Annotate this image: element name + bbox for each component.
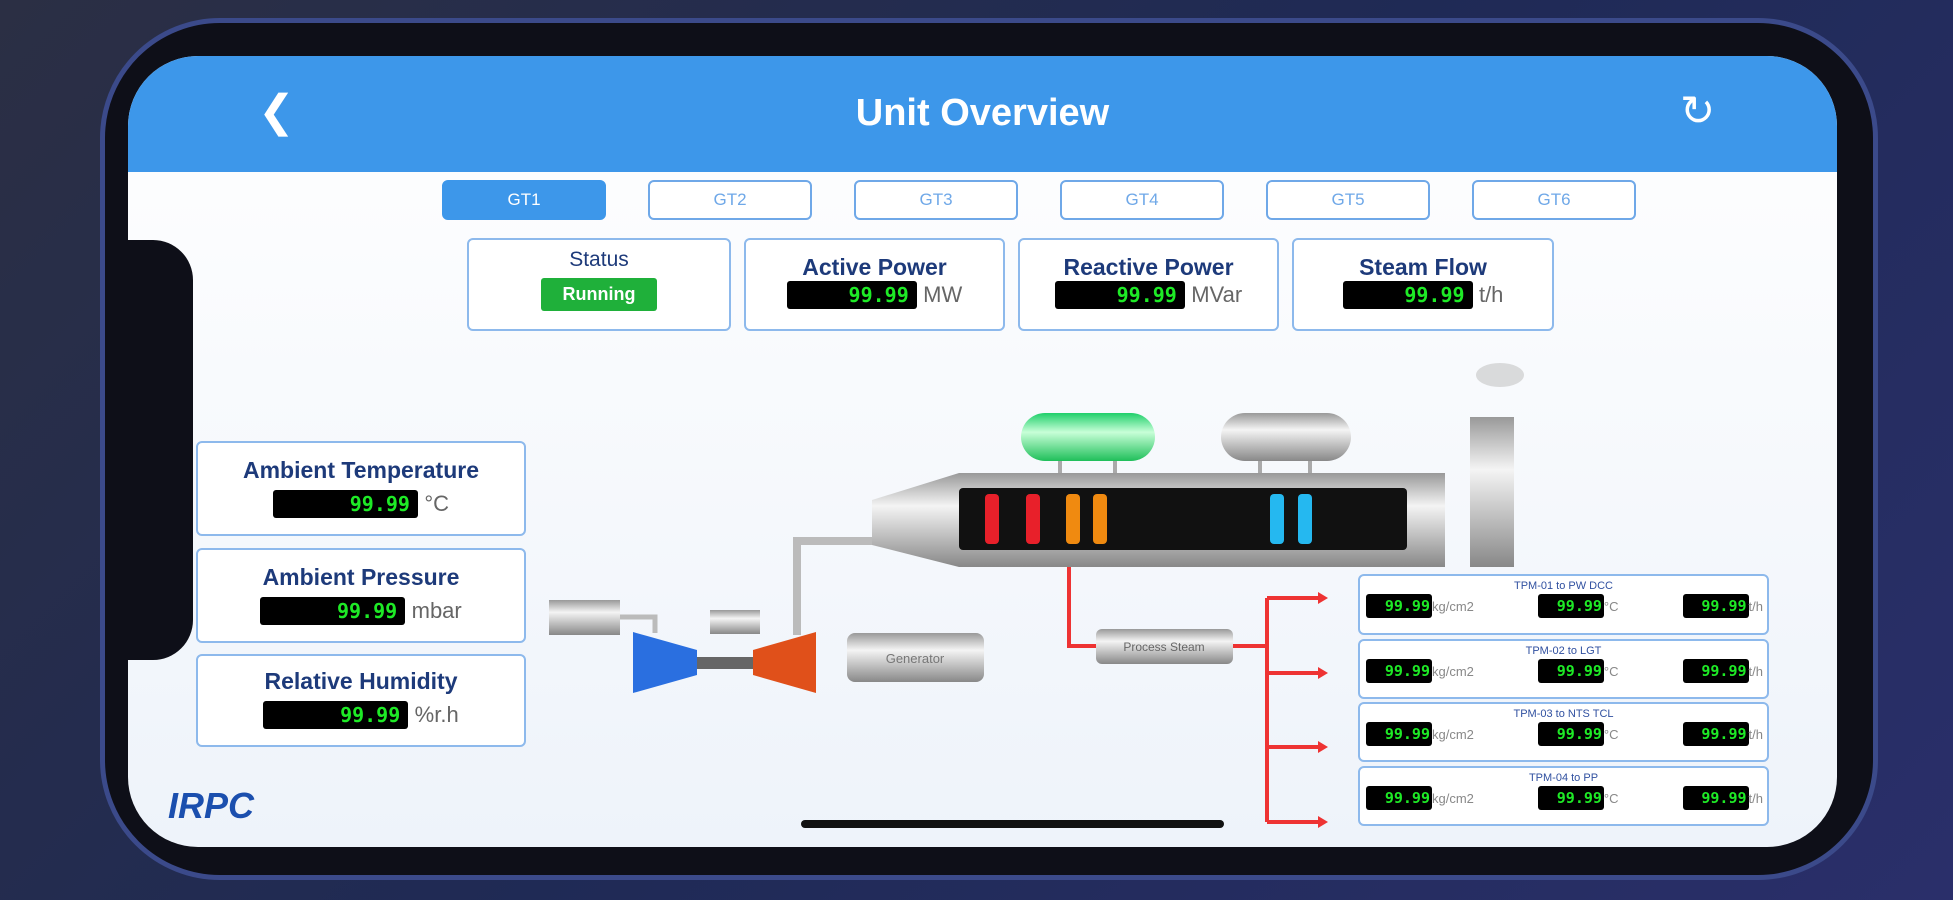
- process-steam-label: Process Steam: [1123, 640, 1204, 654]
- flow-unit: t/h: [1748, 791, 1763, 806]
- tpm-panel-title: TPM-02 to LGT: [1525, 645, 1602, 657]
- app-header: ❮ Unit Overview ↻: [128, 56, 1837, 172]
- tpm-panel-title: TPM-03 to NTS TCL: [1513, 708, 1614, 720]
- tab-gt5[interactable]: GT5: [1266, 180, 1430, 220]
- ambient-pressure-label: Ambient Pressure: [262, 564, 460, 590]
- air-inlet: [549, 600, 620, 635]
- active-power-unit: MW: [923, 282, 963, 307]
- steam-lines: [1067, 567, 1318, 824]
- generator-label: Generator: [886, 651, 945, 666]
- stack: [1470, 417, 1514, 567]
- relative-humidity-unit: %r.h: [414, 702, 459, 727]
- active-power-value: 99.99: [786, 281, 917, 309]
- lp-drum: [1221, 413, 1351, 461]
- tab-gt3[interactable]: GT3: [854, 180, 1018, 220]
- pressure-value: 99.99: [1366, 722, 1432, 746]
- flow-value: 99.99: [1682, 722, 1749, 746]
- temperature-unit: °C: [1603, 727, 1619, 742]
- temperature-value: 99.99: [1537, 786, 1604, 810]
- status-label: Status: [569, 248, 629, 271]
- page-title: Unit Overview: [855, 92, 1110, 134]
- temperature-unit: °C: [1603, 599, 1619, 614]
- flow-unit: t/h: [1748, 727, 1763, 742]
- irpc-logo: IRPC: [168, 785, 255, 826]
- chevron-left-icon: ❮: [258, 87, 295, 136]
- temperature-value: 99.99: [1537, 659, 1604, 683]
- status-card: Status Running: [467, 238, 731, 331]
- refresh-button[interactable]: ↻: [1680, 86, 1715, 135]
- temperature-value: 99.99: [1537, 594, 1604, 618]
- tab-gt6[interactable]: GT6: [1472, 180, 1636, 220]
- tab-gt1[interactable]: GT1: [442, 180, 606, 220]
- turbine: [753, 632, 816, 693]
- steam-flow-label: Steam Flow: [1359, 254, 1487, 280]
- relative-humidity-label: Relative Humidity: [264, 668, 458, 694]
- status-badge: Running: [540, 278, 658, 311]
- generator: [847, 633, 984, 682]
- ambient-temperature-card: Ambient Temperature 99.99 °C: [196, 441, 526, 536]
- ambient-temperature-unit: °C: [424, 491, 450, 516]
- reactive-power-unit: MVar: [1191, 282, 1243, 307]
- reactive-power-label: Reactive Power: [1063, 254, 1234, 280]
- flow-value: 99.99: [1682, 659, 1749, 683]
- pressure-value: 99.99: [1366, 659, 1432, 683]
- tab-gt4[interactable]: GT4: [1060, 180, 1224, 220]
- reactive-power-value: 99.99: [1054, 281, 1185, 309]
- steam-flow-unit: t/h: [1478, 282, 1504, 307]
- flow-value: 99.99: [1682, 786, 1749, 810]
- steam-flow-value: 99.99: [1342, 281, 1473, 309]
- temperature-unit: °C: [1603, 664, 1619, 679]
- pressure-value: 99.99: [1366, 594, 1432, 618]
- ambient-pressure-unit: mbar: [411, 598, 462, 623]
- active-power-label: Active Power: [802, 254, 947, 280]
- relative-humidity-card: Relative Humidity 99.99 %r.h: [196, 654, 526, 747]
- flow-unit: t/h: [1748, 599, 1763, 614]
- reactive-power-card: Reactive Power 99.99 MVar: [1018, 238, 1279, 331]
- combustor: [710, 610, 760, 634]
- pressure-unit: kg/cm2: [1432, 727, 1474, 742]
- home-indicator[interactable]: [801, 820, 1224, 828]
- smoke-icon: [1476, 363, 1524, 387]
- pressure-unit: kg/cm2: [1432, 664, 1474, 679]
- pressure-unit: kg/cm2: [1432, 791, 1474, 806]
- exhaust-duct: [793, 537, 872, 635]
- ambient-temperature-label: Ambient Temperature: [242, 457, 479, 483]
- camera-notch: [128, 240, 193, 660]
- hrsg-tubes: [985, 494, 1312, 544]
- flow-value: 99.99: [1682, 594, 1749, 618]
- ambient-pressure-card: Ambient Pressure 99.99 mbar: [196, 548, 526, 643]
- compressor: [633, 632, 697, 693]
- tab-gt2[interactable]: GT2: [648, 180, 812, 220]
- steam-flow-card: Steam Flow 99.99 t/h: [1292, 238, 1554, 331]
- pressure-value: 99.99: [1366, 786, 1432, 810]
- hp-drum: [1021, 413, 1155, 461]
- active-power-card: Active Power 99.99 MW: [744, 238, 1005, 331]
- relative-humidity-value: 99.99: [263, 701, 409, 729]
- refresh-icon: ↻: [1680, 87, 1716, 134]
- back-button[interactable]: ❮: [258, 86, 295, 137]
- pressure-unit: kg/cm2: [1432, 599, 1474, 614]
- temperature-value: 99.99: [1537, 722, 1604, 746]
- tpm-panel-title: TPM-04 to PP: [1528, 772, 1599, 784]
- ambient-pressure-value: 99.99: [260, 597, 406, 625]
- ambient-temperature-value: 99.99: [272, 490, 418, 518]
- flow-unit: t/h: [1748, 664, 1763, 679]
- tpm-panel-title: TPM-01 to PW DCC: [1513, 580, 1613, 592]
- temperature-unit: °C: [1603, 791, 1619, 806]
- process-steam-header: [1096, 629, 1233, 664]
